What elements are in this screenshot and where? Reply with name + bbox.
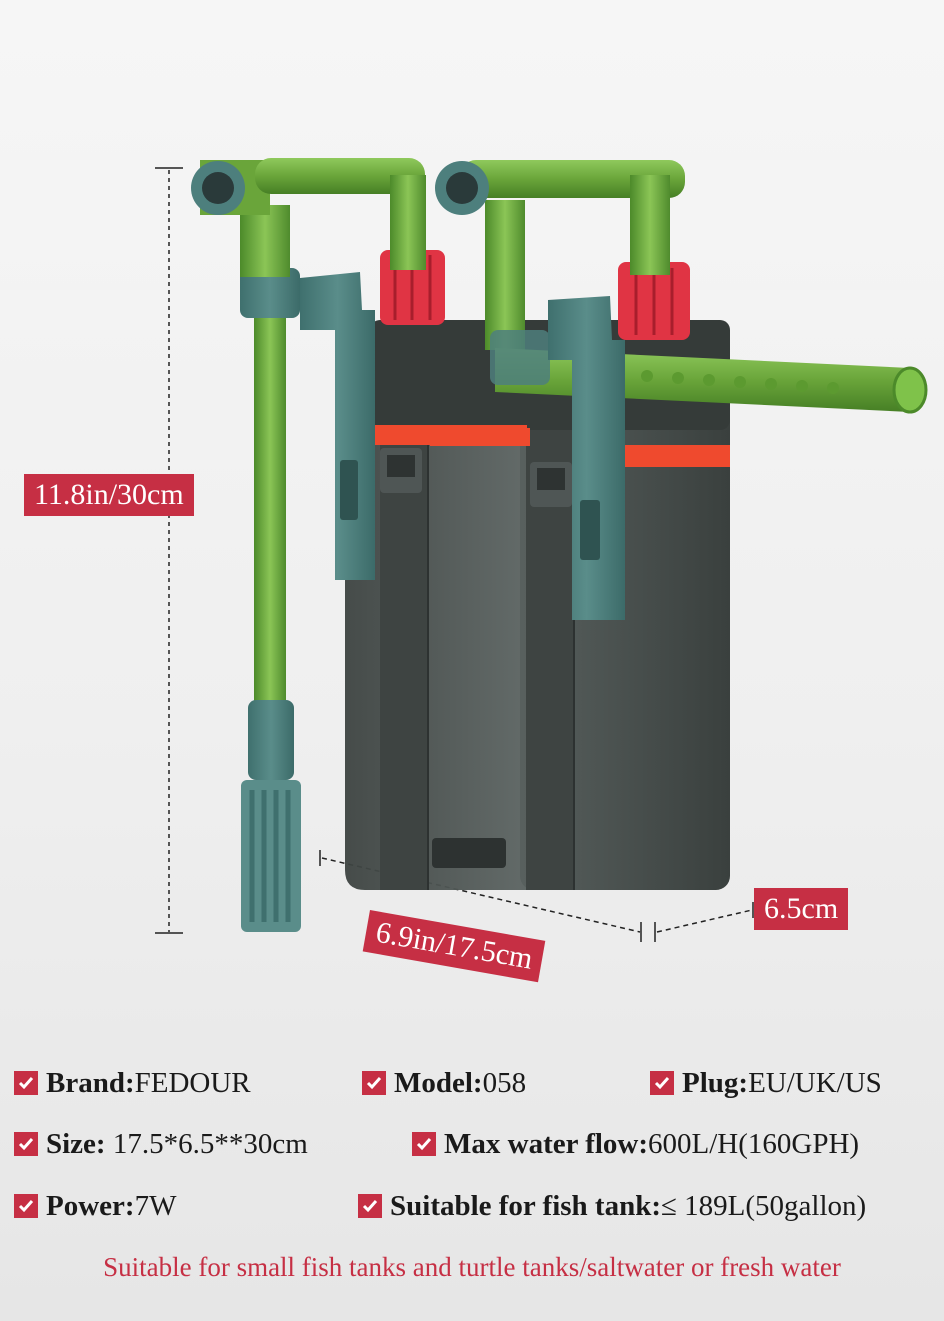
spec-value: ≤ 189L(50gallon) [660,1189,867,1222]
check-icon [14,1071,38,1095]
spec-label: Max water flow: [444,1127,649,1160]
spec-value: EU/UK/US [748,1066,882,1099]
check-icon [412,1132,436,1156]
height-dimension-label: 11.8in/30cm [24,474,194,516]
spec-label: Plug: [682,1066,749,1099]
spec-max-water-flow: Max water flow:600L/H(160GPH) [412,1126,859,1162]
spec-value: 058 [482,1066,527,1099]
spec-value: 600L/H(160GPH) [648,1127,860,1160]
check-icon [358,1194,382,1218]
check-icon [650,1071,674,1095]
depth-dimension-line [654,902,754,942]
spec-power: Power:7W [14,1188,176,1224]
check-icon [362,1071,386,1095]
depth-dimension-label: 6.5cm [754,888,849,930]
spec-brand: Brand:FEDOUR [14,1065,251,1101]
spec-size: Size: 17.5*6.5**30cm [14,1126,308,1162]
spec-suitable-tank: Suitable for fish tank:≤ 189L(50gallon) [358,1188,866,1224]
spec-label: Size: [46,1127,106,1160]
footer-tagline: Suitable for small fish tanks and turtle… [103,1252,841,1282]
spec-value: 17.5*6.5**30cm [105,1127,308,1160]
filter-product-illustration [155,158,928,942]
spec-label: Suitable for fish tank: [390,1189,661,1222]
spec-value: FEDOUR [134,1066,251,1099]
spec-plug: Plug:EU/UK/US [650,1065,882,1101]
check-icon [14,1132,38,1156]
spec-label: Power: [46,1189,135,1222]
spec-model: Model:058 [362,1065,526,1101]
spec-label: Model: [394,1066,483,1099]
spec-label: Brand: [46,1066,135,1099]
spec-value: 7W [134,1189,177,1222]
height-dimension-line [155,167,183,934]
check-icon [14,1194,38,1218]
